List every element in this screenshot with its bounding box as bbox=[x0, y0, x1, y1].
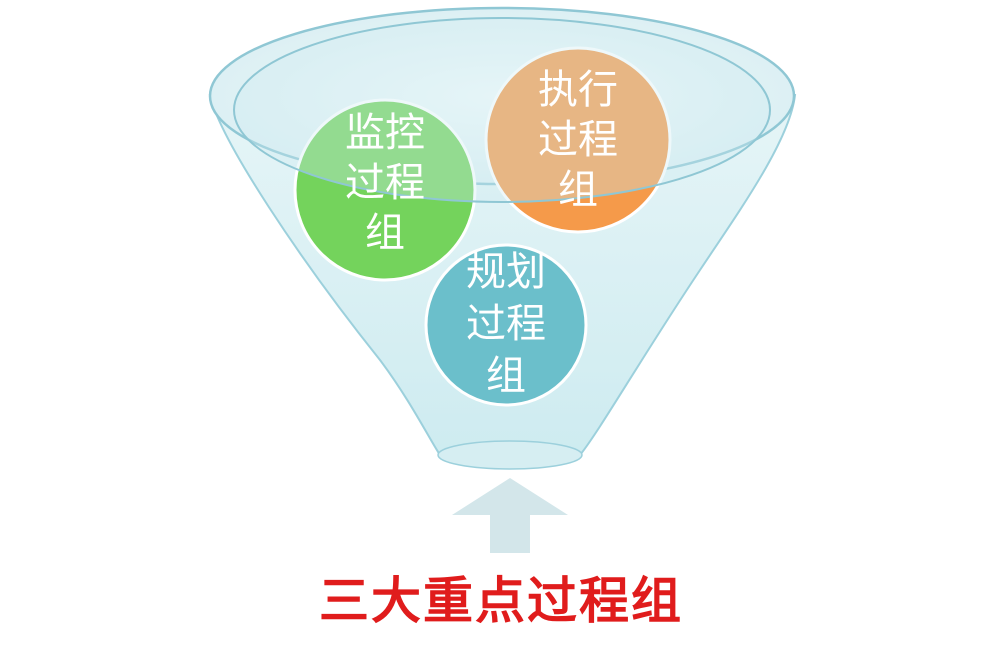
circle-monitor-label-line-2: 过程 bbox=[345, 160, 425, 206]
circle-plan bbox=[424, 243, 588, 407]
circle-plan-label-line-3: 组 bbox=[486, 353, 526, 399]
circle-monitor-label-line-3: 组 bbox=[365, 210, 405, 256]
funnel-spout bbox=[437, 440, 583, 470]
circle-execute-label-line-3: 组 bbox=[558, 167, 598, 213]
funnel-rim-inner bbox=[233, 17, 771, 203]
circle-monitor bbox=[293, 98, 477, 282]
caption-title: 三大重点过程组 bbox=[319, 572, 683, 630]
circle-plan-label-line-1: 规划 bbox=[466, 249, 546, 295]
circle-execute bbox=[484, 46, 672, 234]
circle-monitor-label-line-1: 监控 bbox=[345, 110, 425, 156]
circle-execute-label-line-1: 执行 bbox=[538, 67, 618, 113]
circle-execute-label-line-2: 过程 bbox=[538, 117, 618, 163]
circle-plan-label-line-2: 过程 bbox=[466, 301, 546, 347]
up-arrow-icon bbox=[452, 478, 568, 553]
